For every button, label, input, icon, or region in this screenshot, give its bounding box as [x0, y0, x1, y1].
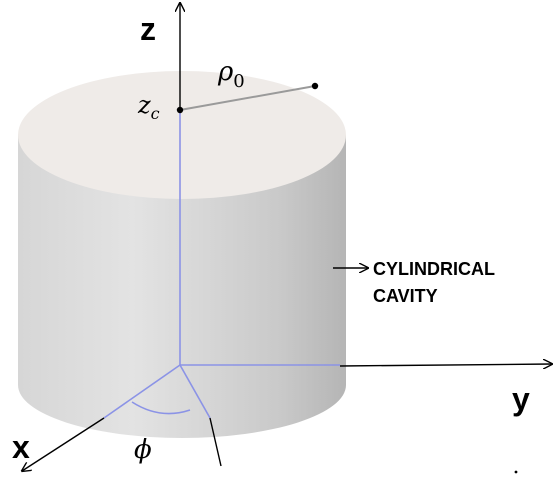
y-axis-line: [339, 364, 552, 366]
radius-label: ρ0: [217, 57, 245, 92]
cylinder-top: [18, 71, 346, 199]
callout-line-1: CYLINDRICAL: [373, 259, 495, 279]
callout-line-2: CAVITY: [373, 286, 438, 306]
hidden-axes: [103, 110, 340, 419]
radius-line: [179, 85, 316, 111]
x-axis-label: x: [12, 429, 30, 465]
y-axis-label: y: [512, 381, 530, 417]
z-axis-label: z: [140, 11, 156, 47]
radius-end-dot: [311, 82, 319, 90]
x-axis-line: [22, 417, 105, 471]
phi-ray-line: [209, 417, 222, 467]
center-dot: [176, 106, 184, 114]
stray-dot: [514, 470, 518, 474]
angle-arc: [131, 401, 191, 415]
visible-axes: [22, 3, 552, 471]
cylinder-side: [18, 135, 346, 438]
phi-label: ϕ: [134, 435, 152, 465]
